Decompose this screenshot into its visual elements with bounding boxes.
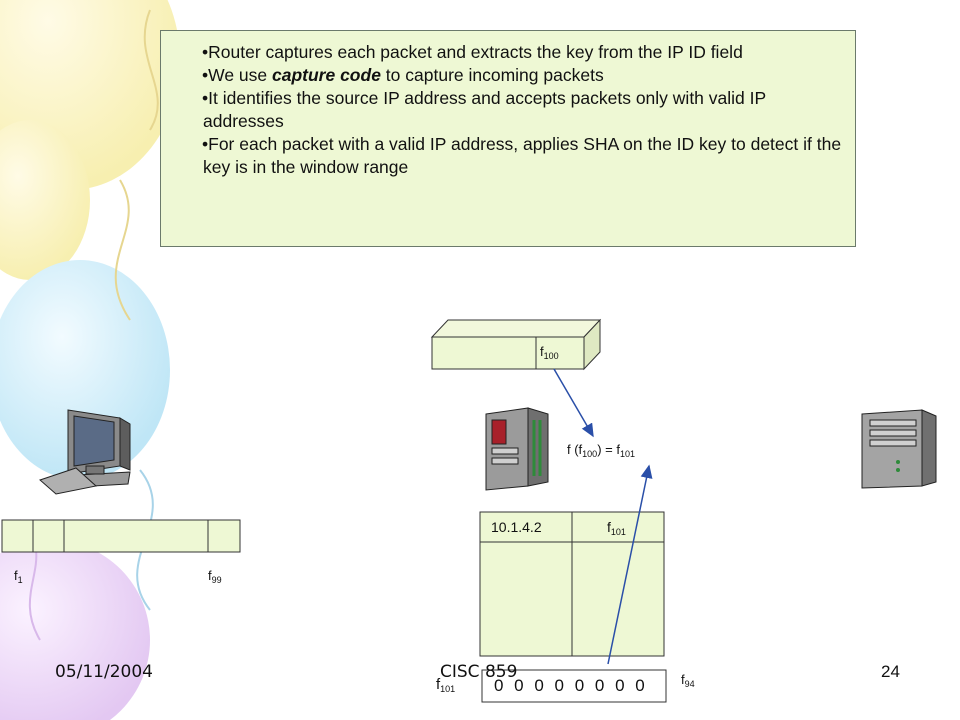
packet-key-label: f100 <box>540 344 559 361</box>
key-chain <box>1 519 241 553</box>
footer-date: 05/11/2004 <box>55 662 153 682</box>
bullet-1: •Router captures each packet and extract… <box>202 41 843 64</box>
bullet-3-text: •It identifies the source IP address and… <box>202 88 766 131</box>
chain-first-label: f1 <box>14 568 23 585</box>
hash-arrow <box>553 368 594 438</box>
window-end-label: f94 <box>681 672 695 689</box>
bullet-4: •For each packet with a valid IP address… <box>202 133 843 179</box>
description-box: •Router captures each packet and extract… <box>160 30 856 247</box>
bullet-2-emphasis: capture code <box>272 65 381 85</box>
router-table <box>479 511 665 657</box>
balloon-string-1 <box>114 179 131 321</box>
bullet-1-text: •Router captures each packet and extract… <box>202 42 743 62</box>
window-bits: 0 0 0 0 0 0 0 0 <box>494 676 648 695</box>
router-icon <box>485 407 549 491</box>
bullet-4-text: •For each packet with a valid IP address… <box>202 134 842 177</box>
bullet-2-text-a: •We use <box>202 65 272 85</box>
footer-page-number: 24 <box>881 662 900 681</box>
table-key-cell: f101 <box>607 519 626 537</box>
hash-formula: f (f100) = f101 <box>567 442 635 459</box>
balloon-string-4 <box>143 9 159 131</box>
chain-last-label: f99 <box>208 568 222 585</box>
server-icon <box>861 409 937 489</box>
bullet-2-text-b: to capture incoming packets <box>380 65 604 85</box>
table-ip-cell: 10.1.4.2 <box>491 519 542 535</box>
window-bits-box <box>481 669 667 703</box>
footer-course: CISC 859 <box>440 662 518 682</box>
bullet-2: •We use capture code to capture incoming… <box>202 64 843 87</box>
packet-3d <box>430 318 602 371</box>
balloon-purple <box>0 540 150 720</box>
bullet-3: •It identifies the source IP address and… <box>202 87 843 133</box>
window-start-label: f101 <box>436 676 456 694</box>
window-arrow <box>607 464 653 665</box>
balloon-yellow-2 <box>0 120 90 280</box>
client-computer-icon <box>39 409 131 495</box>
